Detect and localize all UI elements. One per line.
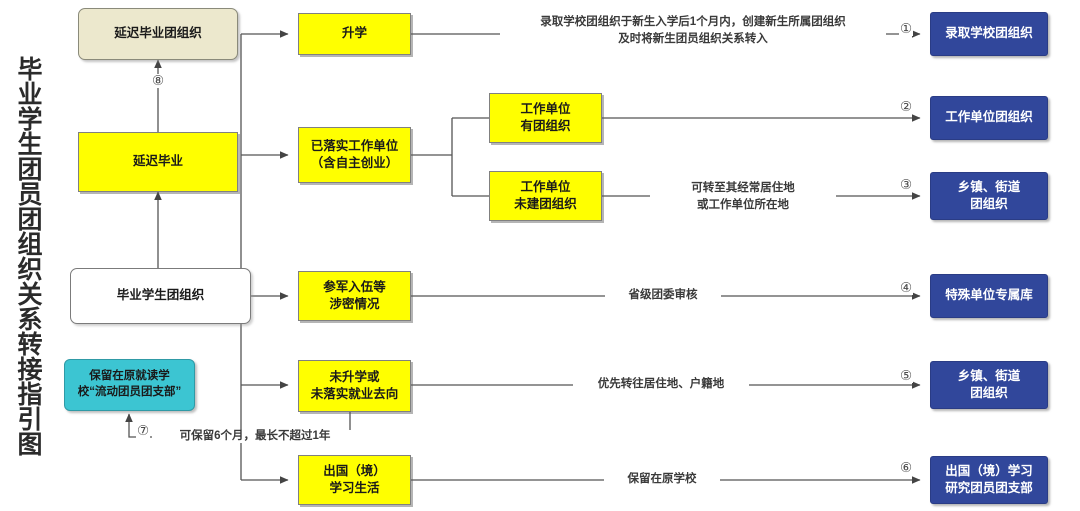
node-target-1[interactable]: 录取学校团组织 <box>930 12 1048 56</box>
step-marker-6: ⑥ <box>899 460 914 475</box>
node-source-graduate-org[interactable]: 毕业学生团组织 <box>70 268 251 324</box>
node-work-unit-no-org[interactable]: 工作单位 未建团组织 <box>489 171 602 221</box>
page-title: 毕业学生团员团组织关系转接指引图 <box>14 56 42 456</box>
node-target-5[interactable]: 乡镇、街道 团组织 <box>930 361 1048 409</box>
node-delayed-graduation-org[interactable]: 延迟毕业团组织 <box>78 8 238 60</box>
edge-label-5: 优先转往居住地、户籍地 <box>573 378 749 391</box>
edge-label-1: 录取学校团组织于新生入学后1个月内，创建新生所属团组织 及时将新生团员组织关系转… <box>500 14 886 48</box>
node-delayed-graduation[interactable]: 延迟毕业 <box>78 132 238 192</box>
step-marker-1: ① <box>899 21 914 36</box>
node-no-study-no-job[interactable]: 未升学或 未落实就业去向 <box>298 360 411 412</box>
node-target-6[interactable]: 出国（境）学习 研究团员团支部 <box>930 456 1048 504</box>
step-marker-5: ⑤ <box>899 368 914 383</box>
node-employed[interactable]: 已落实工作单位 （含自主创业） <box>298 127 411 183</box>
node-work-unit-has-org[interactable]: 工作单位 有团组织 <box>489 93 602 143</box>
edge-label-4: 省级团委审核 <box>605 289 721 302</box>
node-military-secret[interactable]: 参军入伍等 涉密情况 <box>298 271 411 321</box>
node-abroad[interactable]: 出国（境） 学习生活 <box>298 455 411 505</box>
step-marker-8: ⑧ <box>151 73 166 88</box>
edge-label-3: 可转至其经常居住地 或工作单位所在地 <box>650 180 836 214</box>
edge-label-7: 可保留6个月，最长不超过1年 <box>152 430 358 443</box>
step-marker-3: ③ <box>899 177 914 192</box>
step-marker-7: ⑦ <box>136 423 151 438</box>
node-retain-school-branch[interactable]: 保留在原就读学 校“流动团员团支部” <box>64 359 195 411</box>
edge-label-6: 保留在原学校 <box>604 473 720 486</box>
step-marker-2: ② <box>899 99 914 114</box>
node-further-study[interactable]: 升学 <box>298 13 411 55</box>
node-target-2[interactable]: 工作单位团组织 <box>930 96 1048 140</box>
step-marker-4: ④ <box>899 280 914 295</box>
node-target-3[interactable]: 乡镇、街道 团组织 <box>930 172 1048 220</box>
node-target-4[interactable]: 特殊单位专属库 <box>930 274 1048 318</box>
